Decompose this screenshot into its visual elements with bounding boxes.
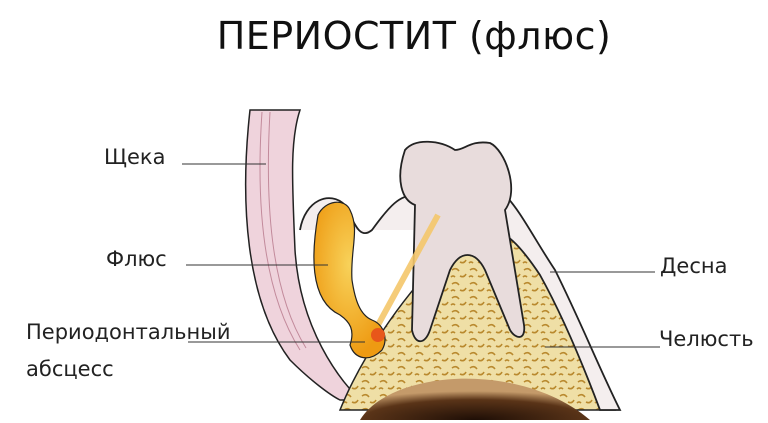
diagram-title: ПЕРИОСТИТ (флюс): [216, 14, 612, 58]
label-gum: Десна: [660, 254, 728, 278]
label-jaw: Челюсть: [659, 327, 754, 351]
jaw-cavity-shape: [360, 378, 590, 420]
label-cheek: Щека: [104, 145, 166, 169]
label-abscess-line2: абсцесс: [26, 357, 114, 381]
flux-pus-shape: [313, 201, 386, 359]
abscess-focus: [371, 328, 385, 342]
label-abscess-line1: Периодонтальный: [26, 320, 231, 344]
label-flux: Флюс: [106, 247, 167, 271]
tooth-shape: [399, 140, 526, 343]
